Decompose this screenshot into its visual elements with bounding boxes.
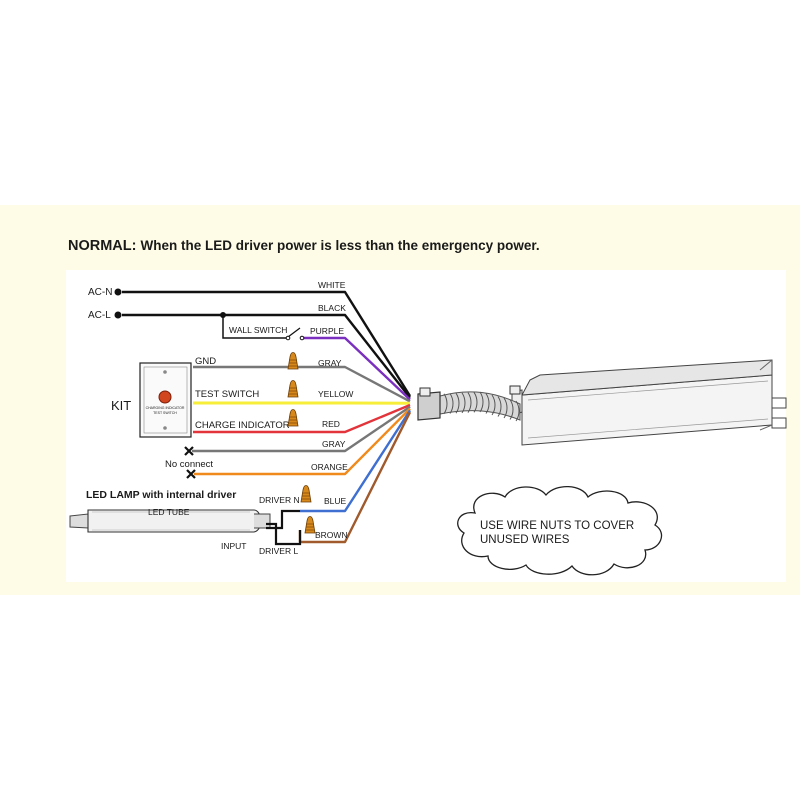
test-switch-button-icon bbox=[158, 390, 172, 404]
wire-label-brown: BROWN bbox=[315, 530, 348, 540]
wire-nut-icon bbox=[304, 516, 316, 534]
ac-n-terminal bbox=[114, 288, 122, 296]
kit-test-switch-plate: CHARGING INDICATOR TEST SWITCH KIT GND T… bbox=[111, 356, 290, 438]
ac-l-terminal bbox=[114, 311, 122, 319]
wire-label-purple: PURPLE bbox=[310, 326, 344, 336]
wire-nut-icon bbox=[287, 409, 299, 427]
no-connect-x-icon bbox=[186, 469, 196, 479]
wire-label-orange: ORANGE bbox=[311, 462, 348, 472]
wire-gray bbox=[193, 365, 411, 403]
no-connect-label: No connect bbox=[165, 459, 213, 470]
ac-inputs: AC-N AC-L WALL SWITCH bbox=[88, 287, 305, 341]
note-cloud bbox=[457, 485, 663, 576]
plate-line-2: TEST SWITCH bbox=[153, 411, 177, 415]
driver-l-label: DRIVER L bbox=[259, 546, 298, 556]
flexible-conduit bbox=[417, 385, 521, 422]
wire-orange bbox=[194, 407, 411, 476]
wire-black bbox=[122, 313, 411, 399]
wire-nut-icon bbox=[287, 352, 299, 370]
ac-n-label: AC-N bbox=[88, 287, 112, 298]
kit-charge-indicator-label: CHARGE INDICATOR bbox=[195, 420, 290, 431]
wire-nut-icon bbox=[287, 380, 299, 398]
wall-switch-lever bbox=[287, 327, 301, 338]
page-title: NORMAL: When the LED driver power is les… bbox=[68, 238, 540, 254]
no-connect-x-icon bbox=[184, 446, 194, 456]
heading-text: When the LED driver power is less than t… bbox=[140, 238, 540, 253]
wire-labels: WHITE BLACK PURPLE GRAY YELLOW RED GRAY ORANGE B… bbox=[310, 280, 353, 540]
note-line-2: UNUSED WIRES bbox=[480, 534, 570, 546]
heading-prefix: NORMAL: bbox=[68, 238, 137, 254]
wire-nuts bbox=[287, 352, 316, 534]
wire-blue bbox=[300, 409, 412, 513]
emergency-driver-unit bbox=[511, 359, 787, 446]
wire-label-gray: GRAY bbox=[318, 358, 342, 368]
plate-line-1: CHARGING INDICATOR bbox=[146, 406, 185, 410]
wire-label-yellow: YELLOW bbox=[318, 389, 353, 399]
lamp-input-label: INPUT bbox=[221, 541, 247, 551]
wire-white bbox=[122, 290, 412, 397]
kit-gnd-label: GND bbox=[195, 356, 216, 367]
led-tube-label: LED TUBE bbox=[148, 507, 190, 517]
kit-label: KIT bbox=[111, 398, 131, 413]
wire-nut-icon bbox=[300, 485, 312, 503]
wire-purple bbox=[302, 336, 411, 401]
wire-label-blue: BLUE bbox=[324, 496, 347, 506]
wire-label-gray: GRAY bbox=[322, 439, 346, 449]
wire-label-white: WHITE bbox=[318, 280, 346, 290]
no-connect bbox=[184, 446, 196, 479]
note-line-1: USE WIRE NUTS TO COVER bbox=[480, 520, 634, 532]
wire-red bbox=[193, 403, 411, 434]
wire-label-black: BLACK bbox=[318, 303, 346, 313]
led-lamp-title: LED LAMP with internal driver bbox=[86, 489, 236, 501]
wires bbox=[122, 290, 412, 544]
wire-gray bbox=[192, 405, 411, 453]
ac-l-label: AC-L bbox=[88, 310, 111, 321]
led-tube: LED LAMP with internal driver LED TUBE I… bbox=[69, 489, 302, 556]
driver-n-label: DRIVER N bbox=[259, 495, 300, 505]
wire-nut-note: USE WIRE NUTS TO COVER UNUSED WIRES bbox=[457, 485, 663, 576]
wire-label-red: RED bbox=[322, 419, 340, 429]
wall-switch-label: WALL SWITCH bbox=[229, 325, 287, 335]
kit-test-switch-label: TEST SWITCH bbox=[195, 389, 259, 400]
